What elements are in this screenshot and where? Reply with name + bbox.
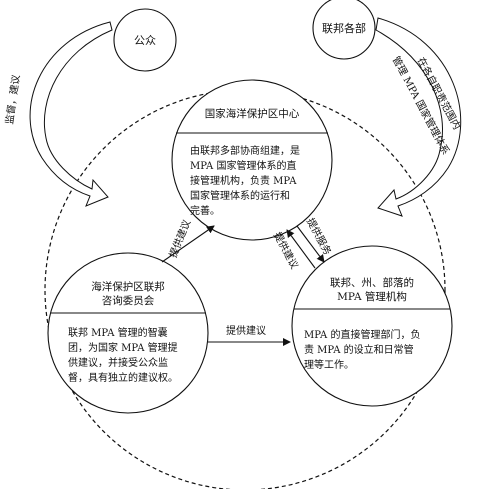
agencies-to-center-label: 提供建议 <box>271 230 301 271</box>
committee-to-center-label: 提供建议 <box>166 218 193 260</box>
center-body-line-3: 接管理机构，负责 MPA <box>190 174 297 187</box>
center-body-line-4: 国家管理体系的运行和 <box>190 189 290 202</box>
committee-body-line-1: 联邦 MPA 管理的智囊 <box>68 326 168 339</box>
committee-body-line-4: 督，具有独立的建议权。 <box>68 371 178 384</box>
committee-to-agencies-label: 提供建议 <box>226 324 266 337</box>
agencies-title-line-2: MPA 管理机构 <box>337 290 407 303</box>
center-title: 国家海洋保护区中心 <box>205 107 300 120</box>
agencies-to-center-edge: 提供建议 <box>271 229 316 271</box>
federal-departments-label: 联邦各部 <box>322 21 366 35</box>
committee-body-line-3: 供建议，并接受公众监 <box>68 356 168 369</box>
public-node: 公众 <box>113 8 177 72</box>
center-body-line-1: 由联邦多部协商组建，是 <box>190 144 300 157</box>
center-to-agencies-label: 提供服务 <box>304 216 334 257</box>
public-supervision-arrow: 监督，建议 <box>3 21 113 207</box>
federal-departments-node: 联邦各部 <box>312 0 376 60</box>
public-label: 公众 <box>134 34 156 47</box>
system-boundary <box>44 89 446 489</box>
center-body-line-5: 完善。 <box>190 204 220 217</box>
committee-title-line-2: 咨询委员会 <box>102 294 155 307</box>
agencies-title-line-1: 联邦、州、部落的 <box>330 276 414 289</box>
agencies-body-line-1: MPA 的直接管理部门，负 <box>304 328 420 341</box>
public-supervision-label: 监督，建议 <box>3 74 23 125</box>
committee-to-agencies-edge: 提供建议 <box>208 324 291 346</box>
federal-management-arrow: 在各自职责范围内 管理 MPA 国家管理体系 <box>375 17 464 217</box>
committee-node: 海洋保护区联邦 咨询委员会 联邦 MPA 管理的智囊 团，为国家 MPA 管理提… <box>47 252 209 414</box>
committee-title-line-1: 海洋保护区联邦 <box>91 280 165 293</box>
center-node: 国家海洋保护区中心 由联邦多部协商组建，是 MPA 国家管理体系的直 接管理机构… <box>171 79 333 241</box>
agencies-body-line-3: 理等工作。 <box>304 358 354 371</box>
committee-body-line-2: 团，为国家 MPA 管理提 <box>68 341 178 354</box>
agencies-node: 联邦、州、部落的 MPA 管理机构 MPA 的直接管理部门，负 责 MPA 的设… <box>291 245 453 407</box>
agencies-body-line-2: 责 MPA 的设立和日常管 <box>304 343 414 356</box>
center-body-line-2: MPA 国家管理体系的直 <box>190 159 296 172</box>
